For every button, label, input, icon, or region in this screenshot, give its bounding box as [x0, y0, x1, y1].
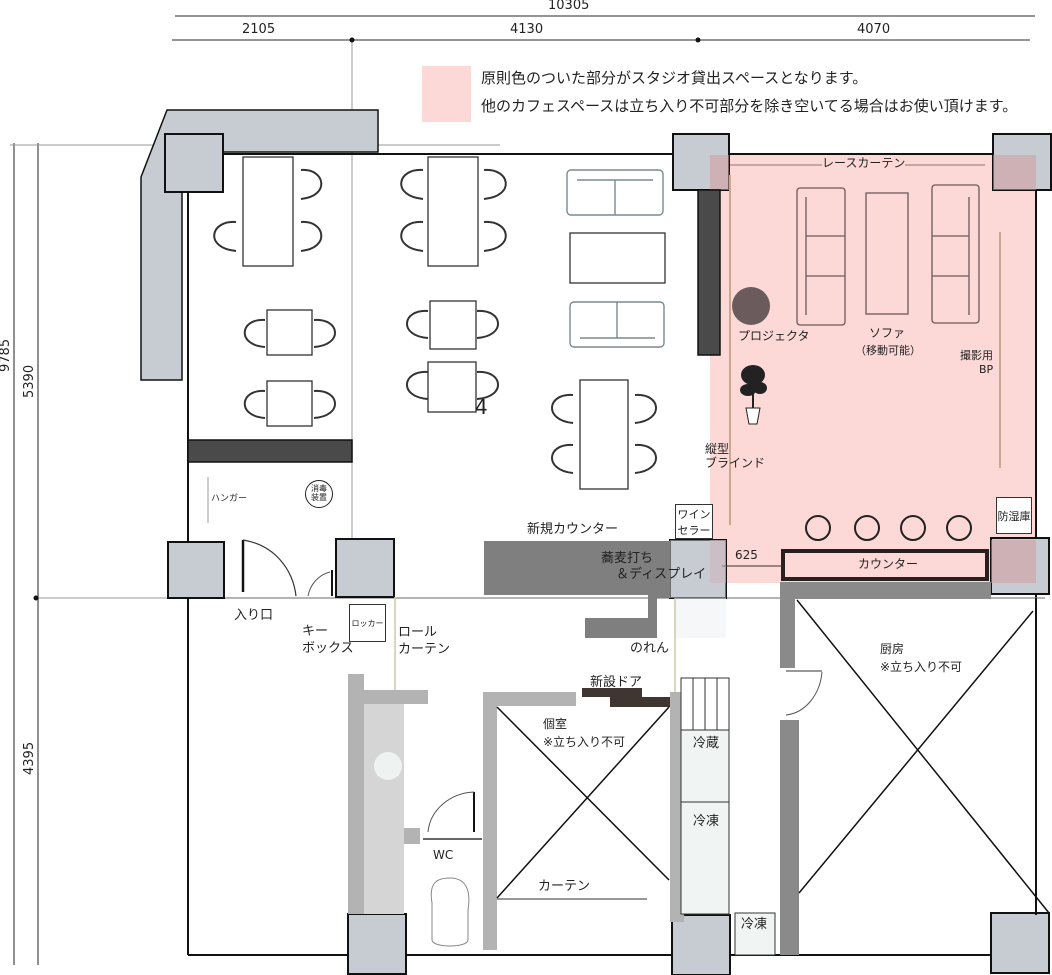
loveseats [566, 169, 665, 348]
dry-cabinet: 防湿庫 [996, 497, 1032, 534]
dimension-segment-2: 4130 [510, 22, 544, 37]
restricted-x-kitchen [796, 599, 1050, 914]
dimension-node [349, 37, 355, 43]
new-door-label: 新設ドア [590, 675, 643, 690]
dimension-total-width: 10305 [548, 0, 590, 13]
new-counter-label: 新規カウンター [527, 522, 619, 537]
key-box-label-1: キー [302, 624, 329, 639]
plant-icon [740, 365, 767, 425]
soba-label-1: 蕎麦打ち [601, 551, 654, 566]
soba-label-2: ＆ディスプレイ [616, 567, 707, 582]
blind-sub-label: ブラインド [705, 456, 766, 470]
wine-cellar: ワイン セラー [675, 504, 713, 539]
dimension-segment-1: 2105 [242, 22, 276, 37]
legend-swatch [422, 66, 471, 122]
legend-line-2: 他のカフェスペースは立ち入り不可部分を除き空いてる場合はお使い頂けます。 [481, 97, 1018, 115]
private-room-label: 個室 [543, 717, 568, 731]
dimension-node [33, 595, 39, 601]
fridge-label: 冷蔵 [693, 736, 720, 751]
table-number-marker: 4 [475, 395, 488, 419]
dark-partition [187, 439, 353, 463]
key-box-label-2: ボックス [302, 641, 354, 656]
dark-partition [697, 189, 721, 356]
roll-curtain-label-2: カーテン [398, 642, 451, 657]
backdrop-sub-label: BP [979, 363, 994, 376]
sofa-note-label: （移動可能） [855, 344, 921, 357]
curtain-label: カーテン [538, 879, 591, 894]
toilet-icon [430, 877, 470, 947]
sofa-label: ソファ [869, 326, 906, 340]
dimension-total-height: 9785 [0, 338, 13, 372]
kitchen-note: ※立ち入り不可 [880, 660, 963, 674]
small-freezer [734, 912, 776, 956]
dimension-node [695, 37, 701, 43]
hanger-label: ハンガー [211, 494, 248, 504]
locker: ロッカー [349, 604, 386, 642]
wc-label: WC [433, 848, 454, 862]
studio-counter [781, 549, 989, 581]
blind-label: 縦型 [705, 442, 730, 456]
locker-label: ロッカー [351, 618, 384, 628]
roll-curtain-label-1: ロール [398, 625, 438, 640]
entrance-label: 入り口 [234, 608, 274, 623]
dimension-height-1: 5390 [22, 364, 37, 398]
sink-icon [374, 752, 402, 780]
counter-offset-label: 625 [735, 548, 758, 562]
small-freezer-label: 冷凍 [741, 917, 768, 932]
backdrop-label: 撮影用 [960, 349, 993, 362]
private-room-note: ※立ち入り不可 [543, 735, 626, 749]
restricted-x-private [496, 706, 670, 899]
new-door [582, 688, 670, 707]
stools [805, 515, 972, 541]
kitchen-label: 厨房 [880, 642, 905, 656]
freezer-label: 冷凍 [693, 814, 720, 829]
counter-label: カウンター [858, 557, 919, 571]
legend-line-1: 原則色のついた部分がスタジオ貸出スペースとなります。 [481, 69, 868, 87]
freezer-unit [680, 801, 730, 915]
dimension-height-2: 4395 [22, 741, 37, 775]
studio-rental-area [710, 155, 1037, 583]
dimension-segment-3: 4070 [857, 22, 891, 37]
new-counter [484, 541, 670, 638]
lace-curtain-label: レースカーテン [822, 156, 906, 171]
chairs [213, 168, 657, 474]
disinfectant-icon: 消毒装置 [305, 480, 333, 508]
dry-cabinet-label: 防湿庫 [997, 509, 1031, 523]
studio-sofas [796, 184, 980, 326]
noren-label: のれん [630, 641, 670, 656]
cafe-tables [242, 156, 666, 490]
projector-icon [732, 287, 770, 325]
fridge-unit [680, 729, 730, 803]
projector-label: プロジェクタ [738, 329, 810, 343]
